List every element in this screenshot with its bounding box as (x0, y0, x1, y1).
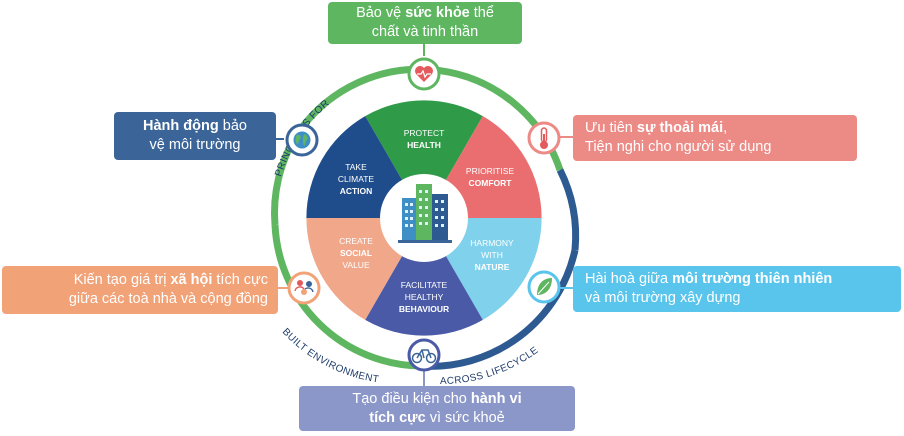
globe-icon (285, 123, 319, 157)
wheel-segments (306, 100, 542, 336)
label-create-3: VALUE (342, 260, 370, 270)
box-harmony-nature: Hài hoà giữa môi trường thiên nhiên và m… (573, 266, 901, 312)
ring-blue-arc-2 (419, 249, 579, 370)
label-facilitate-3: BEHAVIOUR (399, 304, 449, 314)
community-icon (287, 271, 321, 305)
center-hub (380, 174, 468, 262)
label-create-2: SOCIAL (340, 248, 372, 258)
label-harmony-3: NATURE (475, 262, 510, 272)
label-prioritise-2: COMFORT (469, 178, 513, 188)
label-protect-2: HEALTH (407, 140, 441, 150)
heart-icon (407, 57, 441, 91)
label-harmony-1: HARMONY (470, 238, 514, 248)
leaf-icon (527, 270, 561, 304)
bicycle-icon (407, 338, 441, 372)
label-protect-1: PROTECT (404, 128, 445, 138)
segment-protect-health (365, 100, 483, 218)
label-facilitate-2: HEALTHY (405, 292, 444, 302)
box-take-action: Hành động bảo vệ môi trường (114, 112, 276, 160)
box-facilitate-behaviour: Tạo điều kiện cho hành vi tích cực vì sứ… (299, 386, 575, 431)
ring-green-arc-2 (271, 224, 421, 370)
ring-blue-arc (556, 168, 580, 251)
label-take-3: ACTION (340, 186, 373, 196)
segment-facilitate-behaviour (365, 218, 483, 336)
label-harmony-2: WITH (481, 250, 503, 260)
box-prioritise-comfort: Ưu tiên sự thoải mái, Tiện nghi cho ngườ… (573, 115, 857, 161)
label-take-2: CLIMATE (338, 174, 375, 184)
label-take-1: TAKE (345, 162, 367, 172)
label-facilitate-1: FACILITATE (401, 280, 448, 290)
box-create-social-value: Kiến tạo giá trị xã hội tích cực giữa cá… (2, 266, 278, 314)
buildings-icon (398, 184, 452, 243)
box-protect-health: Bảo vệ sức khỏe thể chất và tinh thần (328, 2, 522, 44)
label-prioritise-1: PRIORITISE (466, 166, 515, 176)
thermometer-icon (527, 121, 561, 155)
label-create-1: CREATE (339, 236, 373, 246)
